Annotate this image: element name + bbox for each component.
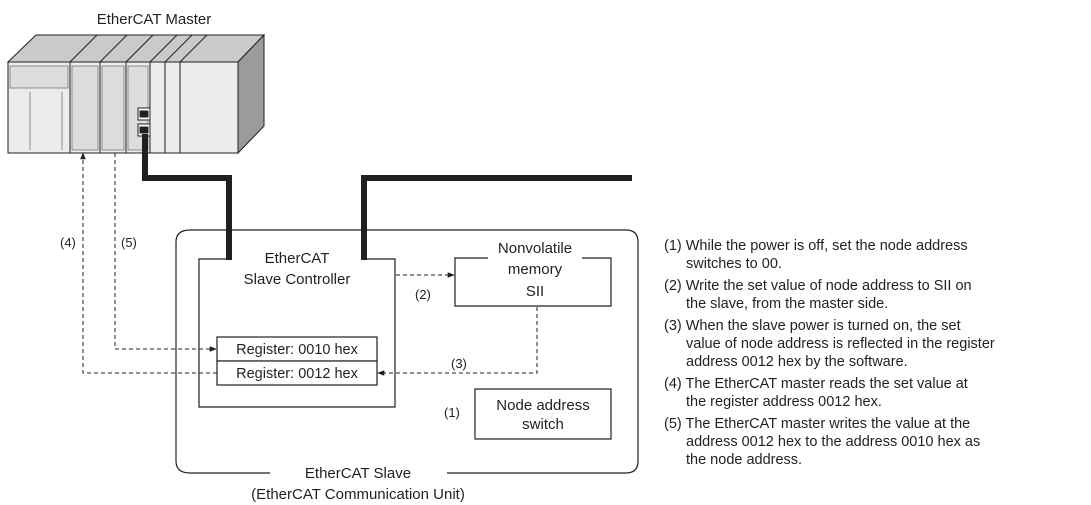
master-plc-icon bbox=[6, 33, 266, 155]
step-marker-3: (3) bbox=[451, 356, 467, 371]
slave-controller-label-2: Slave Controller bbox=[244, 271, 351, 288]
step-5-line-3: the node address. bbox=[686, 452, 802, 468]
register-0012-box bbox=[216, 360, 378, 386]
register-0012-label: Register: 0012 hex bbox=[236, 366, 358, 382]
step-4-line-1: (4) The EtherCAT master reads the set va… bbox=[664, 376, 968, 392]
step-5-line-1: (5) The EtherCAT master writes the value… bbox=[664, 416, 970, 432]
switch-label-2: switch bbox=[522, 416, 564, 433]
step-1-line-2: switches to 00. bbox=[686, 256, 782, 272]
slave-unit-outline bbox=[175, 229, 639, 474]
slave-controller-label-1: EtherCAT bbox=[265, 250, 330, 267]
step-3-line-3: address 0012 hex by the software. bbox=[686, 354, 908, 370]
step-2-line-2: the slave, from the master side. bbox=[686, 296, 888, 312]
register-0010-label: Register: 0010 hex bbox=[236, 342, 358, 358]
switch-label-1: Node address bbox=[496, 397, 589, 414]
node-address-switch-box bbox=[474, 388, 612, 440]
step-descriptions: (1) While the power is off, set the node… bbox=[664, 238, 995, 468]
slave-subtitle: (EtherCAT Communication Unit) bbox=[251, 486, 465, 503]
arrow-step3 bbox=[377, 307, 538, 376]
step-2-line-1: (2) Write the set value of node address … bbox=[664, 278, 972, 294]
slave-title: EtherCAT Slave bbox=[305, 465, 411, 482]
nonvolatile-memory-box bbox=[454, 257, 612, 307]
step-3-line-2: value of node address is reflected in th… bbox=[686, 336, 995, 352]
step-5-line-2: address 0012 hex to the address 0010 hex… bbox=[686, 434, 980, 450]
memory-label-1: Nonvolatile bbox=[498, 240, 572, 257]
arrow-step5 bbox=[114, 153, 217, 352]
step-1-line-1: (1) While the power is off, set the node… bbox=[664, 238, 968, 254]
memory-label-2: memory bbox=[508, 261, 563, 278]
slave-controller-box bbox=[198, 258, 396, 408]
arrow-step4 bbox=[80, 152, 217, 374]
step-3-line-1: (3) When the slave power is turned on, t… bbox=[664, 318, 961, 334]
network-cable-master bbox=[142, 134, 232, 260]
step-4-line-2: the register address 0012 hex. bbox=[686, 394, 882, 410]
network-cable-outgoing bbox=[361, 175, 632, 260]
register-0010-box bbox=[216, 336, 378, 362]
master-label: EtherCAT Master bbox=[97, 11, 211, 28]
step-marker-2: (2) bbox=[415, 287, 431, 302]
memory-label-3: SII bbox=[526, 283, 544, 300]
step-marker-5: (5) bbox=[121, 235, 137, 250]
step-marker-4: (4) bbox=[60, 235, 76, 250]
step-marker-1: (1) bbox=[444, 405, 460, 420]
